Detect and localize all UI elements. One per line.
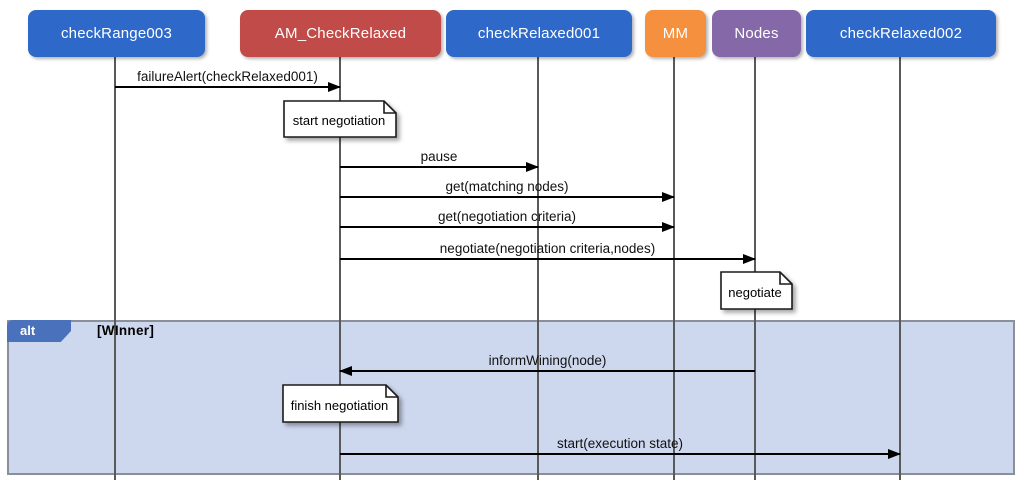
alt-operator-tab: alt (7, 320, 71, 342)
lifeline-checkrange003 (114, 57, 116, 480)
arrowhead-right-icon (662, 192, 675, 202)
message-pause: pause (340, 146, 539, 172)
participant-am-checkrelaxed: AM_CheckRelaxed (240, 10, 441, 57)
participant-label: checkRelaxed001 (477, 25, 601, 42)
message-line (340, 226, 674, 228)
message-get-matching-nodes: get(matching nodes) (340, 176, 675, 202)
message-line (340, 166, 538, 168)
message-label: failureAlert(checkRelaxed001) (137, 69, 318, 84)
message-get-negotiation-criteria: get(negotiation criteria) (340, 206, 675, 232)
participant-label: Nodes (734, 25, 779, 42)
lifeline-mm (673, 57, 675, 480)
lifeline-checkrelaxed002 (899, 57, 901, 480)
note-start-negotiation: start negotiation (283, 100, 398, 138)
note-text: finish negotiation (290, 397, 389, 413)
arrowhead-right-icon (888, 449, 901, 459)
lifeline-nodes (754, 57, 756, 480)
participant-label: checkRange003 (60, 25, 172, 42)
participant-mm: MM (645, 10, 706, 57)
message-label: start(execution state) (556, 436, 684, 451)
message-label: get(negotiation criteria) (437, 209, 577, 224)
alt-guard-label: [WInner] (97, 323, 155, 338)
note-finish-negotiation: finish negotiation (282, 384, 400, 423)
message-line (115, 86, 340, 88)
message-line (340, 370, 755, 372)
arrowhead-right-icon (743, 254, 756, 264)
participant-label: MM (662, 25, 689, 42)
message-label: pause (420, 149, 458, 164)
note-negotiate: negotiate (720, 271, 793, 310)
participant-nodes: Nodes (712, 10, 801, 57)
message-line (340, 258, 755, 260)
participant-checkrange003: checkRange003 (28, 10, 205, 57)
participant-checkrelaxed002: checkRelaxed002 (806, 10, 996, 57)
participant-label: checkRelaxed002 (839, 25, 963, 42)
lifeline-checkrelaxed001 (537, 57, 539, 480)
note-shape-icon (282, 384, 399, 423)
message-informwining: informWining(node) (339, 350, 755, 376)
message-label: get(matching nodes) (445, 179, 569, 194)
message-negotiate: negotiate(negotiation criteria,nodes) (340, 238, 756, 264)
note-text: negotiate (728, 284, 782, 300)
message-failurealert: failureAlert(checkRelaxed001) (115, 66, 341, 92)
note-text: start negotiation (292, 113, 386, 128)
arrowhead-right-icon (662, 222, 675, 232)
arrowhead-left-icon (339, 366, 352, 376)
message-label: informWining(node) (488, 353, 607, 368)
note-shape-icon (720, 271, 793, 310)
arrowhead-right-icon (328, 82, 341, 92)
participant-checkrelaxed001: checkRelaxed001 (446, 10, 632, 57)
message-line (340, 196, 674, 198)
participant-label: AM_CheckRelaxed (274, 25, 407, 42)
message-label: negotiate(negotiation criteria,nodes) (439, 241, 656, 256)
arrowhead-right-icon (526, 162, 539, 172)
alt-fragment-region (7, 320, 1015, 475)
message-line (340, 453, 900, 455)
message-start-execution: start(execution state) (340, 433, 901, 459)
lifeline-am-checkrelaxed (339, 57, 341, 480)
note-shape-icon (283, 100, 397, 138)
